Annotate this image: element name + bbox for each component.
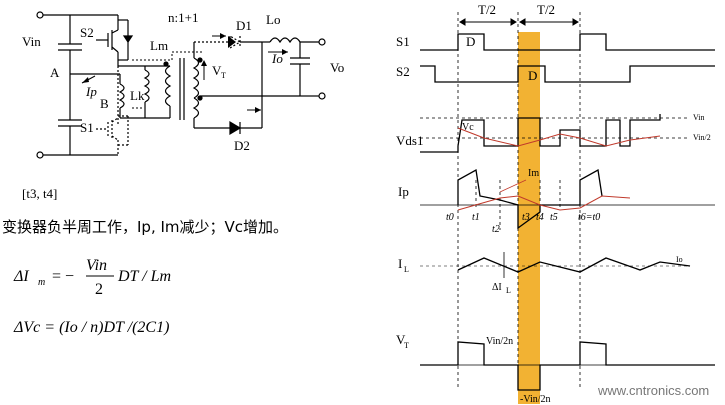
svg-text:t4: t4 [536,212,544,223]
vt-waveform [420,341,715,391]
svg-text:m: m [38,277,45,288]
svg-text:ΔI: ΔI [492,282,502,293]
watermark: www.cntronics.com [597,383,709,398]
s2-label: S2 [80,25,94,40]
io-label: Io [271,51,283,66]
half-period-1: T/2 [478,2,496,17]
vt-label: V T [212,63,226,80]
s1-label: S1 [80,120,94,135]
vin-label: Vin [22,34,41,49]
half-bridge-circuit [36,11,326,159]
svg-text:L: L [404,265,409,274]
equation-delta-im: ΔI m = − Vin 2 DT / Lm [13,257,171,298]
il-waveform [457,257,691,273]
equation-delta-vc: ΔVc = (Io / n)DT /(2C1) [13,319,169,336]
svg-text:V: V [212,63,222,78]
delta-il-label: ΔI L [492,282,511,295]
svg-text:t6=t0: t6=t0 [578,212,600,223]
ip-label: Ip [85,84,97,99]
svg-text:L: L [506,286,511,295]
s1-waveform [420,33,715,51]
svg-text:t1: t1 [472,212,480,223]
d2-label: D2 [234,138,250,153]
svg-text:2: 2 [95,281,103,298]
im-label: Im [528,168,539,179]
operation-description: 变换器负半周工作，Ip, Im减少；Vc增加。 [2,218,288,236]
vds1-waveform [420,114,661,153]
vc-label: Vc [462,122,474,133]
vt-wave-label: V T [396,332,409,350]
period-markers [459,18,579,26]
svg-text:T: T [404,341,409,350]
highlight-band-t3-t4 [518,32,540,404]
svg-text:T: T [221,71,226,80]
svg-text:t2: t2 [492,224,500,235]
io-ref-label: Io [676,255,683,264]
vc-waveform [457,127,661,147]
svg-text:DT / Lm: DT / Lm [117,268,171,285]
il-label: I L [398,256,409,274]
ip-wave-label: Ip [398,184,409,199]
ip-waveform [457,168,603,230]
s1-wave-label: S1 [396,34,410,49]
node-a-label: A [50,65,60,80]
time-labels: t0 t1 t2 t3 t4 t5 t6=t0 [446,212,600,235]
vin2-ref-label: Vin/2 [693,133,711,142]
vds1-label: Vds1 [396,133,423,148]
svg-text:t0: t0 [446,212,454,223]
d1-label: D1 [236,18,252,33]
im-waveform [457,195,631,211]
svg-text:t3: t3 [522,212,530,223]
lo-label: Lo [266,12,280,27]
lm-label: Lm [150,38,168,53]
svg-text:V: V [396,332,406,347]
s1-duty-label: D [466,34,475,49]
half-period-2: T/2 [537,2,555,17]
svg-text:ΔI: ΔI [13,268,29,285]
s2-wave-label: S2 [396,64,410,79]
vt-positive-label: Vin/2n [486,336,513,347]
svg-text:t5: t5 [550,212,558,223]
svg-text:Vin: Vin [86,257,107,274]
vo-label: Vo [330,60,344,75]
svg-text:I: I [398,256,402,271]
node-b-label: B [100,96,109,111]
vt-negative-label: -Vin/2n [520,394,551,405]
vin-ref-label: Vin [693,113,705,122]
lk-label: Lk [130,88,145,103]
turns-ratio-label: n:1+1 [168,10,198,25]
s2-waveform [420,65,715,83]
svg-text:= −: = − [52,268,74,285]
s2-duty-label: D [528,68,537,83]
interval-label: [t3, t4] [22,186,57,201]
